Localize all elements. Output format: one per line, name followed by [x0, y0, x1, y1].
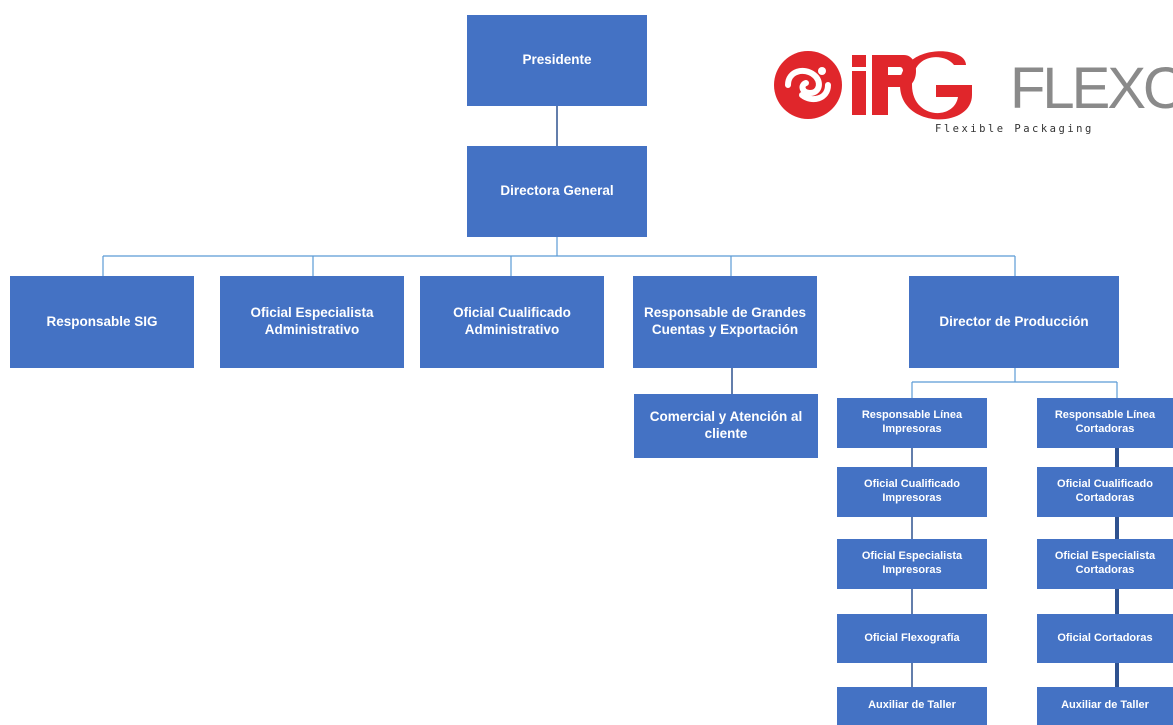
node-oficial-cortadoras: Oficial Cortadoras [1037, 614, 1173, 663]
node-oficial-especialista-cortadoras: Oficial Especialista Cortadoras [1037, 539, 1173, 589]
logo-emblem-icon [774, 51, 972, 120]
node-responsable-grandes-cuentas: Responsable de Grandes Cuentas y Exporta… [633, 276, 817, 368]
node-presidente: Presidente [467, 15, 647, 106]
node-auxiliar-taller-cortadoras: Auxiliar de Taller [1037, 687, 1173, 725]
node-oficial-cualificado-impresoras: Oficial Cualificado Impresoras [837, 467, 987, 517]
node-comercial-atencion: Comercial y Atención al cliente [634, 394, 818, 458]
logo-tagline: Flexible Packaging [935, 123, 1094, 135]
node-auxiliar-taller-impresoras: Auxiliar de Taller [837, 687, 987, 725]
node-director-produccion: Director de Producción [909, 276, 1119, 368]
node-oficial-cualificado-administrativo: Oficial Cualificado Administrativo [420, 276, 604, 368]
node-oficial-flexografia: Oficial Flexografía [837, 614, 987, 663]
logo-wordmark: FLEXO [1010, 56, 1173, 121]
node-oficial-especialista-administrativo: Oficial Especialista Administrativo [220, 276, 404, 368]
node-resp-linea-impresoras: Responsable Línea Impresoras [837, 398, 987, 448]
node-oficial-especialista-impresoras: Oficial Especialista Impresoras [837, 539, 987, 589]
node-oficial-cualificado-cortadoras: Oficial Cualificado Cortadoras [1037, 467, 1173, 517]
node-directora-general: Directora General [467, 146, 647, 237]
node-resp-linea-cortadoras: Responsable Línea Cortadoras [1037, 398, 1173, 448]
node-responsable-sig: Responsable SIG [10, 276, 194, 368]
